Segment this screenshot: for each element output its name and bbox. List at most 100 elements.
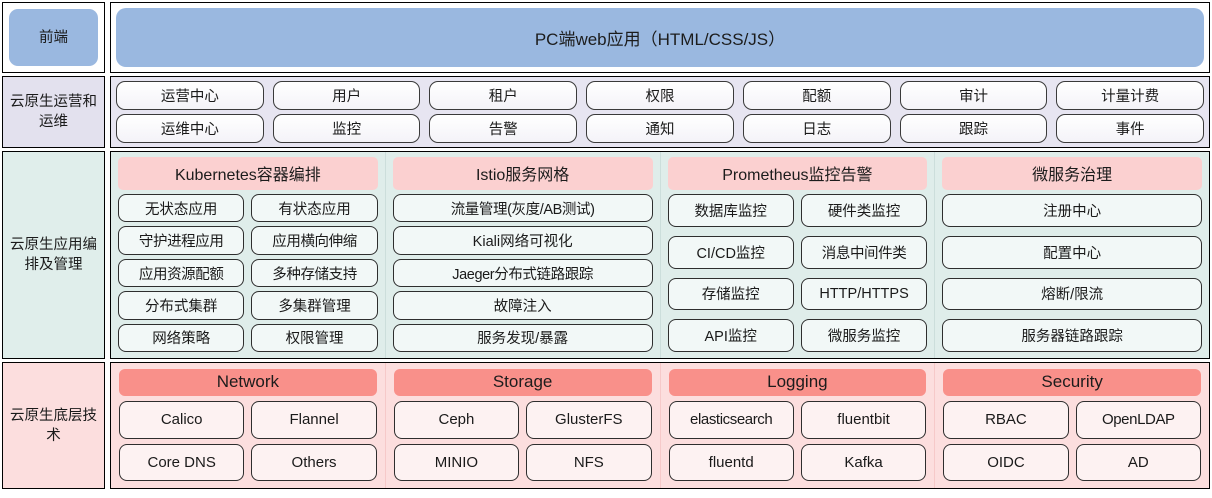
ops-item-operation-center[interactable]: 运营中心 (116, 81, 264, 110)
k8s-item-distributed-cluster[interactable]: 分布式集群 (118, 291, 245, 320)
ops-item-permission[interactable]: 权限 (586, 81, 734, 110)
ops-item-user[interactable]: 用户 (272, 81, 421, 110)
logging-item-kafka[interactable]: Kafka (800, 443, 927, 481)
column-network: Network Calico Flannel Core DNS Others (111, 363, 385, 488)
storage-row-2: MINIO NFS (393, 443, 652, 481)
istio-item-traffic-management[interactable]: 流量管理(灰度/AB测试) (392, 194, 653, 223)
network-item-core-dns[interactable]: Core DNS (119, 443, 245, 481)
layer-label-frontend-text: 前端 (9, 9, 98, 66)
network-item-flannel[interactable]: Flannel (251, 401, 377, 439)
k8s-row-2: 守护进程应用 应用横向伸缩 (118, 226, 378, 255)
k8s-item-stateful-app[interactable]: 有状态应用 (251, 194, 378, 223)
ops-item-tenant[interactable]: 租户 (429, 81, 578, 110)
k8s-item-multi-cluster-mgmt[interactable]: 多集群管理 (251, 291, 378, 320)
column-kubernetes: Kubernetes容器编排 无状态应用 有状态应用 守护进程应用 应用横向伸缩… (111, 152, 385, 358)
ops-item-audit[interactable]: 审计 (899, 81, 1048, 110)
column-title-kubernetes: Kubernetes容器编排 (118, 157, 378, 190)
ops-item-alerting[interactable]: 告警 (429, 114, 578, 143)
network-item-others[interactable]: Others (251, 443, 377, 481)
security-item-openldap[interactable]: OpenLDAP (1075, 401, 1201, 439)
storage-item-nfs[interactable]: NFS (526, 443, 652, 481)
k8s-row-3: 应用资源配额 多种存储支持 (118, 258, 378, 288)
column-title-security: Security (943, 369, 1201, 396)
k8s-item-stateless-app[interactable]: 无状态应用 (118, 194, 245, 223)
msg-item-registry-center[interactable]: 注册中心 (942, 194, 1202, 227)
layer-cloud-native-ops: 云原生运营和运维 运营中心 用户 租户 权限 配额 审计 计量计费 运维中心 监… (2, 76, 1210, 148)
prometheus-item-microservice-monitoring[interactable]: 微服务监控 (800, 319, 928, 352)
logging-row-1: elasticsearch fluentbit (668, 401, 927, 439)
layer-label-frontend: 前端 (2, 2, 105, 73)
storage-item-minio[interactable]: MINIO (393, 443, 520, 481)
layer-label-app-orchestration: 云原生应用编排及管理 (2, 151, 105, 359)
k8s-item-network-policy[interactable]: 网络策略 (118, 323, 245, 353)
logging-item-fluentbit[interactable]: fluentbit (800, 401, 927, 439)
column-body-logging: elasticsearch fluentbit fluentd Kafka (668, 401, 927, 481)
network-row-1: Calico Flannel (119, 401, 377, 439)
k8s-item-horizontal-scaling[interactable]: 应用横向伸缩 (251, 226, 378, 255)
msg-item-circuit-breaker-rate-limit[interactable]: 熔断/限流 (942, 277, 1202, 311)
prometheus-row-4: API监控 微服务监控 (667, 319, 928, 352)
k8s-item-daemon-app[interactable]: 守护进程应用 (118, 226, 245, 255)
k8s-item-multi-storage-support[interactable]: 多种存储支持 (251, 258, 378, 288)
prometheus-item-cicd-monitoring[interactable]: CI/CD监控 (667, 235, 794, 269)
prometheus-item-storage-monitoring[interactable]: 存储监控 (667, 277, 794, 311)
ops-item-notification[interactable]: 通知 (586, 114, 734, 143)
prometheus-item-hardware-monitoring[interactable]: 硬件类监控 (800, 194, 928, 227)
storage-item-ceph[interactable]: Ceph (393, 401, 520, 439)
layer-app-orchestration: 云原生应用编排及管理 Kubernetes容器编排 无状态应用 有状态应用 守护… (2, 151, 1210, 359)
ops-item-logs[interactable]: 日志 (742, 114, 891, 143)
istio-row-4: 故障注入 (392, 291, 653, 320)
ops-item-quota[interactable]: 配额 (742, 81, 891, 110)
column-body-network: Calico Flannel Core DNS Others (119, 401, 377, 481)
column-title-storage: Storage (393, 369, 652, 396)
k8s-item-app-resource-quota[interactable]: 应用资源配额 (118, 258, 245, 288)
storage-item-glusterfs[interactable]: GlusterFS (526, 401, 652, 439)
column-title-logging: Logging (668, 369, 927, 396)
column-body-storage: Ceph GlusterFS MINIO NFS (393, 401, 652, 481)
istio-row-3: Jaeger分布式链路跟踪 (392, 258, 653, 288)
security-item-ad[interactable]: AD (1075, 443, 1201, 481)
istio-item-jaeger-tracing[interactable]: Jaeger分布式链路跟踪 (392, 258, 653, 288)
msg-row-1: 注册中心 (942, 194, 1202, 227)
logging-row-2: fluentd Kafka (668, 443, 927, 481)
ops-item-metering-billing[interactable]: 计量计费 (1056, 81, 1205, 110)
k8s-row-1: 无状态应用 有状态应用 (118, 194, 378, 223)
layer-label-ops-text: 云原生运营和运维 (10, 94, 97, 130)
column-logging: Logging elasticsearch fluentbit fluentd … (659, 363, 935, 488)
app-orchestration-content: Kubernetes容器编排 无状态应用 有状态应用 守护进程应用 应用横向伸缩… (110, 151, 1210, 359)
istio-item-service-discovery[interactable]: 服务发现/暴露 (392, 323, 653, 353)
layer-label-ops: 云原生运营和运维 (2, 76, 105, 148)
security-item-rbac[interactable]: RBAC (943, 401, 1069, 439)
logging-item-elasticsearch[interactable]: elasticsearch (668, 401, 794, 439)
k8s-row-4: 分布式集群 多集群管理 (118, 291, 378, 320)
istio-item-fault-injection[interactable]: 故障注入 (392, 291, 653, 320)
ops-item-events[interactable]: 事件 (1056, 114, 1205, 143)
istio-item-kiali-visualization[interactable]: Kiali网络可视化 (392, 226, 653, 255)
ops-item-tracing[interactable]: 跟踪 (899, 114, 1048, 143)
istio-row-5: 服务发现/暴露 (392, 323, 653, 353)
network-item-calico[interactable]: Calico (119, 401, 245, 439)
column-istio: Istio服务网格 流量管理(灰度/AB测试) Kiali网络可视化 Jaege… (384, 152, 660, 358)
ops-item-maintenance-center[interactable]: 运维中心 (116, 114, 264, 143)
prometheus-item-message-middleware[interactable]: 消息中间件类 (800, 235, 928, 269)
ops-row-1: 运营中心 用户 租户 权限 配额 审计 计量计费 (116, 81, 1205, 110)
msg-row-4: 服务器链路跟踪 (942, 319, 1202, 352)
security-item-oidc[interactable]: OIDC (943, 443, 1069, 481)
msg-item-config-center[interactable]: 配置中心 (942, 235, 1202, 269)
logging-item-fluentd[interactable]: fluentd (668, 443, 794, 481)
column-title-istio: Istio服务网格 (392, 157, 653, 190)
prometheus-item-api-monitoring[interactable]: API监控 (667, 319, 794, 352)
layer-label-infrastructure-text: 云原生底层技术 (10, 407, 97, 444)
column-title-network: Network (119, 369, 377, 396)
ops-item-monitoring[interactable]: 监控 (272, 114, 421, 143)
prometheus-item-database-monitoring[interactable]: 数据库监控 (667, 194, 794, 227)
column-storage: Storage Ceph GlusterFS MINIO NFS (384, 363, 660, 488)
prometheus-item-http-https[interactable]: HTTP/HTTPS (800, 277, 928, 311)
storage-row-1: Ceph GlusterFS (393, 401, 652, 439)
msg-item-server-link-tracing[interactable]: 服务器链路跟踪 (942, 319, 1202, 352)
istio-row-1: 流量管理(灰度/AB测试) (392, 194, 653, 223)
network-row-2: Core DNS Others (119, 443, 377, 481)
column-body-microservice-governance: 注册中心 配置中心 熔断/限流 服务器链路跟踪 (942, 194, 1202, 352)
k8s-item-permission-mgmt[interactable]: 权限管理 (251, 323, 378, 353)
